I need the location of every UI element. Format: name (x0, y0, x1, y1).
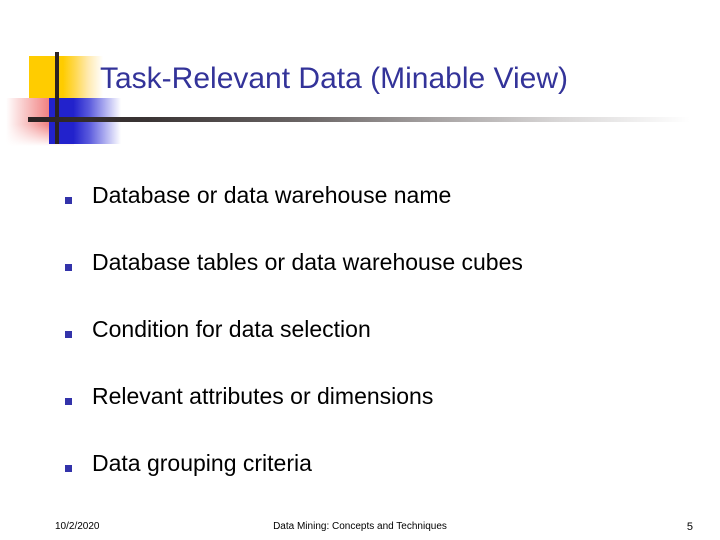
page-number: 5 (686, 521, 693, 533)
list-item: Relevant attributes or dimensions (56, 381, 696, 448)
list-item-label: Data grouping criteria (92, 450, 312, 476)
list-item: Condition for data selection (56, 314, 696, 381)
square-bullet-icon (65, 331, 72, 338)
red-block-icon (6, 98, 74, 146)
square-bullet-icon (65, 398, 72, 405)
vertical-rule-icon (55, 52, 59, 144)
blue-block-icon (49, 98, 121, 144)
list-item-label: Database or data warehouse name (92, 182, 452, 208)
list-item-label: Relevant attributes or dimensions (92, 383, 434, 409)
square-bullet-icon (65, 465, 72, 472)
slide-footer: 10/2/2020 Data Mining: Concepts and Tech… (0, 520, 720, 540)
horizontal-rule-icon (28, 117, 690, 122)
footer-date: 10/2/2020 (55, 521, 100, 532)
list-item: Data grouping criteria (56, 448, 696, 515)
list-item: Database tables or data warehouse cubes (56, 247, 696, 314)
square-bullet-icon (65, 197, 72, 204)
list-item-label: Condition for data selection (92, 316, 371, 342)
footer-title: Data Mining: Concepts and Techniques (273, 521, 447, 532)
square-bullet-icon (65, 264, 72, 271)
list-item: Database or data warehouse name (56, 180, 696, 247)
list-item-label: Database tables or data warehouse cubes (92, 249, 523, 275)
yellow-block-icon (29, 56, 103, 106)
page-title: Task-Relevant Data (Minable View) (100, 62, 568, 95)
bullet-list: Database or data warehouse name Database… (56, 180, 696, 515)
